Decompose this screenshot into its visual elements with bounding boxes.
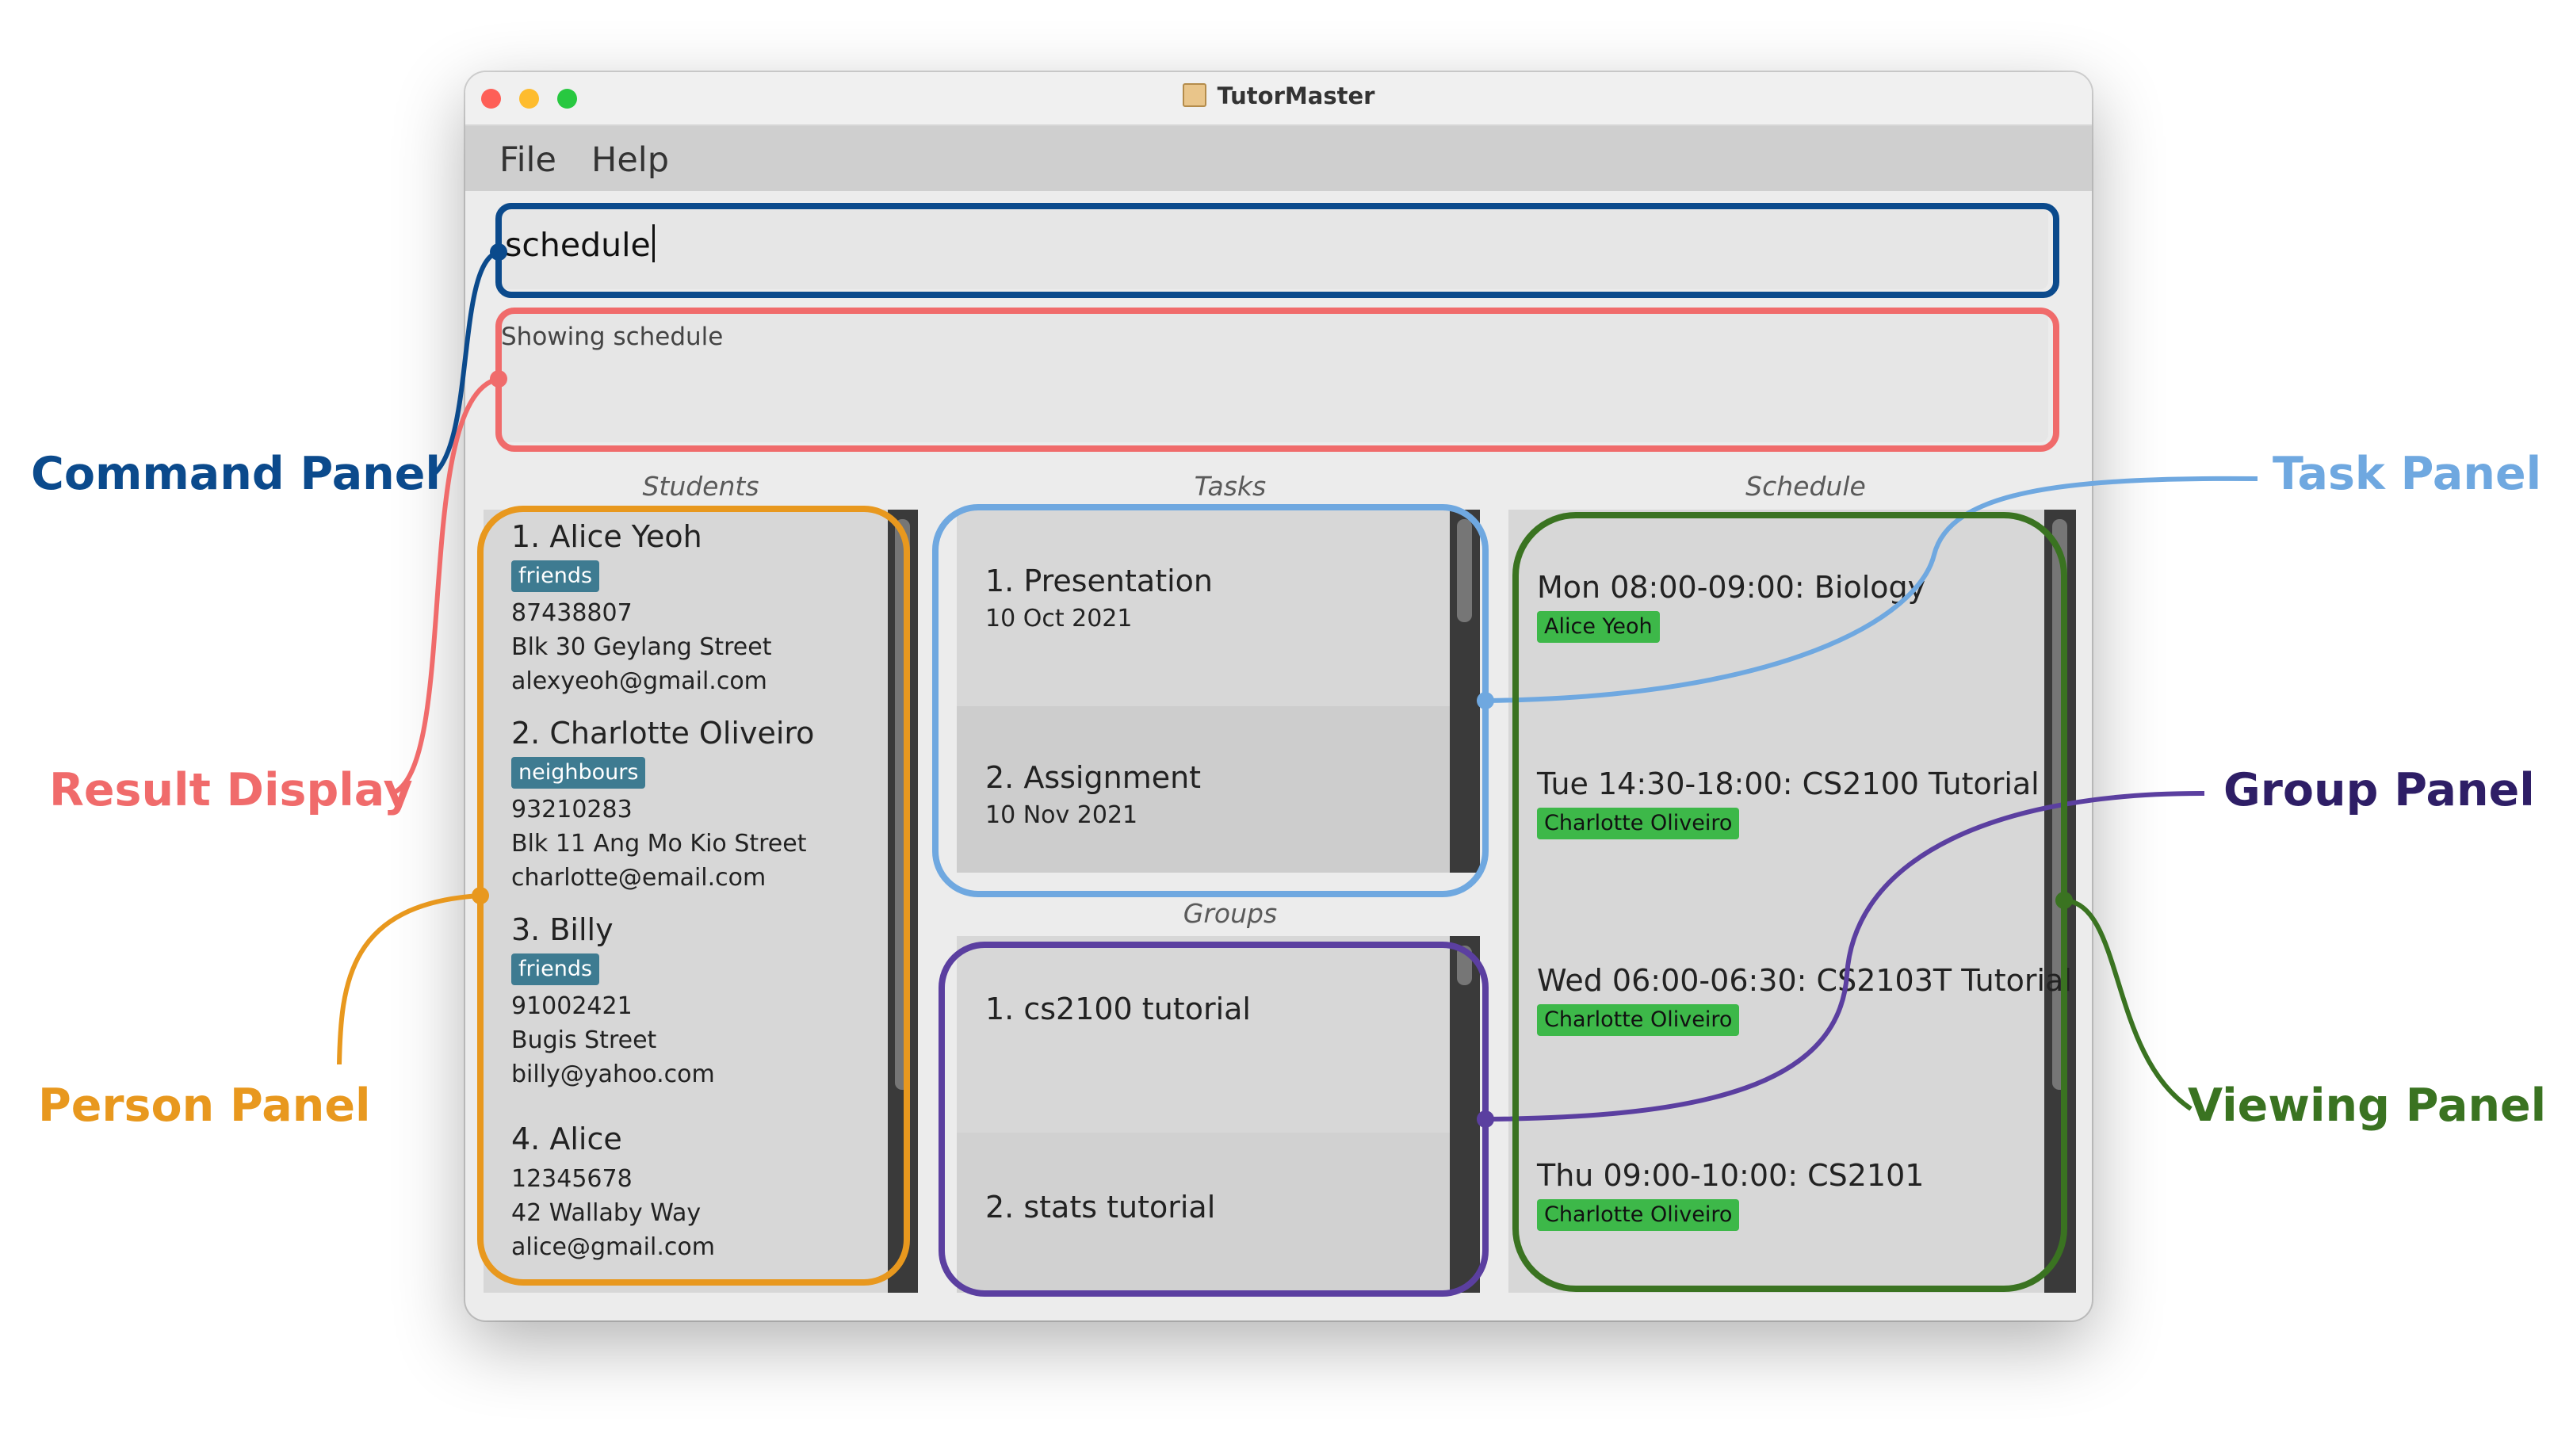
student-name: 3. Billy bbox=[511, 912, 614, 947]
schedule-tag: Charlotte Oliveiro bbox=[1537, 1199, 1740, 1231]
menu-bar: File Help bbox=[465, 126, 2092, 191]
student-phone: 93210283 bbox=[511, 796, 633, 824]
task-card-1[interactable]: 1. Presentation 10 Oct 2021 bbox=[957, 510, 1450, 706]
group-panel-dot bbox=[1477, 1110, 1494, 1128]
task-panel-label: Task Panel bbox=[2273, 448, 2542, 500]
maximize-window-button[interactable] bbox=[557, 89, 577, 109]
schedule-title: Mon 08:00-09:00: Biology bbox=[1537, 570, 1926, 605]
student-phone: 87438807 bbox=[511, 599, 633, 627]
student-tag: friends bbox=[511, 953, 600, 985]
student-address: 42 Wallaby Way bbox=[511, 1199, 702, 1227]
tasks-scroll-thumb[interactable] bbox=[1457, 519, 1472, 622]
students-list[interactable] bbox=[484, 510, 918, 1293]
result-display-text: Showing schedule bbox=[501, 323, 724, 351]
task-title: 1. Presentation bbox=[985, 564, 1213, 598]
app-window: TutorMaster File Help schedule Showing s… bbox=[465, 72, 2092, 1320]
student-name: 4. Alice bbox=[511, 1122, 622, 1156]
app-icon bbox=[1182, 83, 1206, 107]
tasks-header: Tasks bbox=[1194, 471, 1267, 502]
student-address: Bugis Street bbox=[511, 1026, 657, 1054]
command-panel-label: Command Panel bbox=[31, 448, 441, 500]
task-panel-dot bbox=[1477, 692, 1494, 709]
schedule-title: Tue 14:30-18:00: CS2100 Tutorial bbox=[1537, 766, 2040, 801]
groups-scrollbar[interactable] bbox=[1450, 936, 1480, 1293]
student-email: charlotte@email.com bbox=[511, 864, 767, 892]
schedule-card-1[interactable]: Mon 08:00-09:00: Biology Alice Yeoh bbox=[1508, 510, 2044, 705]
groups-header: Groups bbox=[1183, 898, 1278, 929]
task-date: 10 Nov 2021 bbox=[985, 801, 1138, 829]
group-row-alt bbox=[957, 1133, 1480, 1293]
window-title: TutorMaster bbox=[465, 82, 2092, 109]
student-name: 1. Alice Yeoh bbox=[511, 519, 702, 554]
viewing-panel-label: Viewing Panel bbox=[2188, 1080, 2547, 1132]
menu-file[interactable]: File bbox=[499, 140, 556, 180]
task-card-2[interactable]: 2. Assignment 10 Nov 2021 bbox=[957, 706, 1450, 873]
text-caret bbox=[652, 224, 655, 262]
group-card-1[interactable]: 1. cs2100 tutorial bbox=[957, 936, 1450, 1133]
minimize-window-button[interactable] bbox=[519, 89, 539, 109]
students-header: Students bbox=[642, 471, 759, 502]
task-date: 10 Oct 2021 bbox=[985, 605, 1133, 632]
schedule-title: Thu 09:00-10:00: CS2101 bbox=[1537, 1158, 1925, 1193]
group-panel-label: Group Panel bbox=[2223, 764, 2535, 816]
schedule-title: Wed 06:00-06:30: CS2103T Tutorial bbox=[1537, 963, 2072, 998]
result-display-box bbox=[499, 311, 2048, 442]
student-card-4[interactable]: 4. Alice 12345678 42 Wallaby Way alice@g… bbox=[484, 1095, 888, 1293]
viewing-panel-dot bbox=[2055, 892, 2073, 909]
result-display-outline bbox=[495, 308, 2059, 452]
viewing-panel-leader bbox=[2063, 898, 2193, 1111]
schedule-card-4[interactable]: Thu 09:00-10:00: CS2101 Charlotte Olivei… bbox=[1508, 1095, 2044, 1293]
schedule-card-3[interactable]: Wed 06:00-06:30: CS2103T Tutorial Charlo… bbox=[1508, 900, 2072, 1095]
result-display-dot bbox=[490, 370, 507, 388]
students-scrollbar[interactable] bbox=[888, 510, 918, 1293]
menu-help[interactable]: Help bbox=[591, 140, 670, 180]
group-title: 1. cs2100 tutorial bbox=[985, 992, 1251, 1026]
schedule-card-2[interactable]: Tue 14:30-18:00: CS2100 Tutorial Charlot… bbox=[1508, 705, 2044, 900]
command-panel-leader bbox=[430, 250, 500, 478]
student-card-2[interactable]: 2. Charlotte Oliveiro neighbours 9321028… bbox=[484, 705, 888, 900]
student-email: billy@yahoo.com bbox=[511, 1060, 715, 1088]
close-window-button[interactable] bbox=[481, 89, 501, 109]
schedule-tag: Alice Yeoh bbox=[1537, 611, 1660, 643]
schedule-tag: Charlotte Oliveiro bbox=[1537, 808, 1740, 839]
result-display-leader bbox=[392, 376, 499, 795]
command-panel-outline bbox=[495, 203, 2059, 298]
group-panel-outline bbox=[939, 942, 1489, 1297]
command-input[interactable]: schedule bbox=[505, 224, 655, 264]
schedule-header: Schedule bbox=[1745, 471, 1866, 502]
window-title-text: TutorMaster bbox=[1217, 82, 1375, 109]
student-card-1[interactable]: 1. Alice Yeoh friends 87438807 Blk 30 Ge… bbox=[484, 510, 888, 705]
task-row-alt bbox=[957, 706, 1480, 873]
group-card-2[interactable]: 2. stats tutorial bbox=[957, 1133, 1450, 1293]
task-panel-outline bbox=[932, 504, 1489, 897]
group-title: 2. stats tutorial bbox=[985, 1190, 1216, 1225]
leader-dots bbox=[472, 243, 2073, 1128]
command-panel-dot bbox=[490, 243, 507, 261]
student-card-3[interactable]: 3. Billy friends 91002421 Bugis Street b… bbox=[484, 900, 888, 1095]
student-address: Blk 30 Geylang Street bbox=[511, 633, 772, 661]
student-name: 2. Charlotte Oliveiro bbox=[511, 716, 815, 751]
title-bar: TutorMaster bbox=[465, 72, 2092, 126]
person-panel-outline bbox=[477, 506, 910, 1286]
student-tag: neighbours bbox=[511, 757, 646, 789]
schedule-tag: Charlotte Oliveiro bbox=[1537, 1004, 1740, 1036]
person-panel-dot bbox=[472, 887, 489, 904]
viewing-panel-outline bbox=[1512, 512, 2067, 1292]
task-title: 2. Assignment bbox=[985, 760, 1202, 795]
student-email: alexyeoh@gmail.com bbox=[511, 667, 767, 695]
student-phone: 12345678 bbox=[511, 1165, 633, 1193]
command-box[interactable] bbox=[499, 207, 2048, 289]
result-display-label: Result Display bbox=[49, 764, 413, 816]
student-tag: friends bbox=[511, 560, 600, 592]
student-address: Blk 11 Ang Mo Kio Street bbox=[511, 830, 807, 858]
person-panel-leader bbox=[337, 893, 481, 1065]
group-panel-leader bbox=[1485, 790, 2205, 1122]
task-panel-leader bbox=[1485, 476, 2258, 703]
student-phone: 91002421 bbox=[511, 992, 633, 1020]
tasks-scrollbar[interactable] bbox=[1450, 510, 1480, 873]
person-panel-label: Person Panel bbox=[38, 1080, 371, 1132]
command-input-value: schedule bbox=[505, 226, 651, 264]
student-email: alice@gmail.com bbox=[511, 1233, 715, 1261]
